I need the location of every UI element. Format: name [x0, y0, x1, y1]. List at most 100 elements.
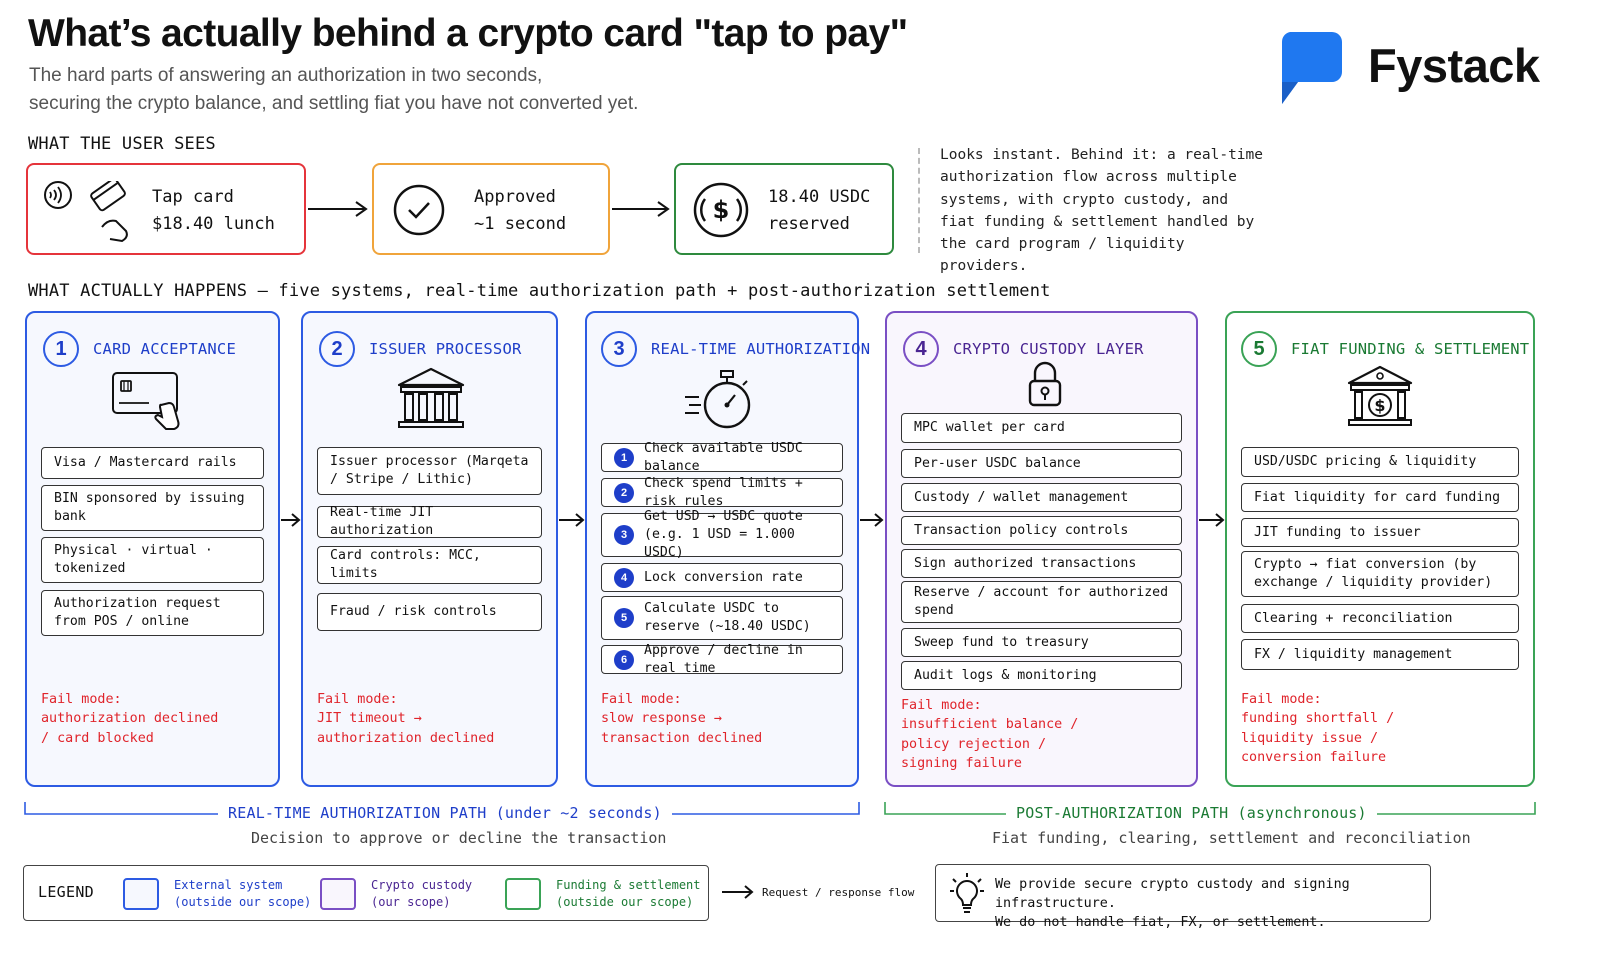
fail-text: insufficient balance / policy rejection …: [901, 717, 1079, 772]
list-item: 4 Lock conversion rate: [601, 563, 843, 592]
divider: [918, 148, 920, 253]
flow-arrow-icon: [722, 885, 754, 899]
step-line: $18.40 lunch: [152, 214, 275, 234]
lightbulb-icon: [950, 873, 984, 913]
legend-flow: Request / response flow: [762, 886, 915, 899]
column-card-acceptance: 1 CARD ACCEPTANCE Visa / Mastercard rail…: [25, 311, 280, 787]
note-line: We do not handle fiat, FX, or settlement…: [995, 915, 1326, 930]
column-header: 3 REAL-TIME AUTHORIZATION: [601, 331, 870, 367]
user-step-text: Approved ~1 second: [474, 184, 566, 238]
legend-line: External system: [174, 878, 283, 892]
list-item: Audit logs & monitoring: [901, 661, 1182, 690]
list-item: Card controls: MCC, limits: [317, 546, 542, 584]
user-step-reserved: $ 18.40 USDC reserved: [674, 163, 894, 255]
list-item: USD/USDC pricing & liquidity: [1241, 447, 1519, 477]
fail-mode: Fail mode: insufficient balance / policy…: [901, 696, 1081, 774]
flow-arrow-icon: [308, 201, 368, 217]
legend-line: (outside our scope): [556, 894, 694, 909]
fail-mode: Fail mode: authorization declined / card…: [41, 690, 221, 748]
page-title: What’s actually behind a crypto card "ta…: [28, 12, 908, 55]
list-item: Real-time JIT authorization: [317, 505, 542, 538]
list-item: Physical · virtual · tokenized: [41, 537, 264, 583]
step-line: Approved: [474, 187, 556, 207]
list-item: Reserve / account for authorized spend: [901, 581, 1182, 623]
column-title: FIAT FUNDING & SETTLEMENT: [1291, 340, 1530, 358]
item-text: Lock conversion rate: [644, 569, 803, 585]
svg-text:$: $: [1374, 396, 1385, 415]
step-number: 1: [43, 331, 79, 367]
user-step-tap: Tap card $18.40 lunch: [26, 163, 306, 255]
fail-label: Fail mode:: [901, 698, 982, 713]
padlock-icon: [1028, 361, 1062, 407]
list-item: Clearing + reconciliation: [1241, 604, 1519, 633]
step-number: 2: [319, 331, 355, 367]
bank-building-icon: [397, 367, 465, 428]
column-crypto-custody: 4 CRYPTO CUSTODY LAYER MPC wallet per ca…: [885, 311, 1198, 787]
item-text: Get USD → USDC quote (e.g. 1 USD = 1.000…: [644, 509, 803, 560]
step-badge: 3: [614, 525, 634, 545]
list-item: Crypto → fiat conversion (by exchange / …: [1241, 551, 1519, 597]
brand-name: Fystack: [1368, 39, 1540, 92]
flow-arrow-icon: [612, 201, 670, 217]
list-item: Fraud / risk controls: [317, 593, 542, 631]
step-number: 5: [1241, 331, 1277, 367]
item-text: Calculate USDC to reserve (~18.40 USDC): [644, 601, 811, 634]
post-auth-path-subtitle: Fiat funding, clearing, settlement and r…: [992, 829, 1471, 847]
column-header: 5 FIAT FUNDING & SETTLEMENT: [1241, 331, 1529, 367]
list-item: Visa / Mastercard rails: [41, 447, 264, 479]
list-item: Sweep fund to treasury: [901, 628, 1182, 657]
page-subtitle: The hard parts of answering an authoriza…: [29, 62, 638, 118]
flow-arrow-icon: [559, 513, 585, 527]
column-header: 4 CRYPTO CUSTODY LAYER: [903, 331, 1144, 367]
column-header: 1 CARD ACCEPTANCE: [43, 331, 236, 367]
legend-custody: Crypto custody (our scope): [371, 877, 472, 910]
fail-mode: Fail mode: slow response → transaction d…: [601, 690, 781, 748]
legend-funding: Funding & settlement (outside our scope): [556, 877, 701, 910]
user-sees-explanation: Looks instant. Behind it: a real-time au…: [940, 147, 1264, 275]
fystack-logo-icon: [1281, 32, 1342, 104]
user-sees-heading: WHAT THE USER SEES: [28, 134, 216, 154]
column-title: CARD ACCEPTANCE: [93, 340, 236, 358]
column-title: REAL-TIME AUTHORIZATION: [651, 340, 871, 358]
user-step-text: 18.40 USDC reserved: [768, 184, 870, 238]
actually-happens-heading: WHAT ACTUALLY HAPPENS – five systems, re…: [28, 281, 1051, 301]
flow-arrow-icon: [860, 513, 884, 527]
fail-text: JIT timeout → authorization declined: [317, 711, 495, 746]
subtitle-line: The hard parts of answering an authoriza…: [29, 65, 543, 86]
check-circle-icon: [393, 184, 445, 236]
list-item: Per-user USDC balance: [901, 449, 1182, 478]
list-item: 5 Calculate USDC to reserve (~18.40 USDC): [601, 596, 843, 640]
step-badge: 2: [614, 482, 634, 503]
step-number: 4: [903, 331, 939, 367]
realtime-path-subtitle: Decision to approve or decline the trans…: [251, 829, 667, 847]
step-badge: 5: [614, 608, 634, 628]
step-line: Tap card: [152, 187, 234, 207]
fail-text: authorization declined / card blocked: [41, 711, 219, 746]
legend: LEGEND External system (outside our scop…: [23, 865, 709, 921]
fail-text: slow response → transaction declined: [601, 711, 763, 746]
column-title: CRYPTO CUSTODY LAYER: [953, 340, 1144, 358]
column-issuer-processor: 2 ISSUER PROCESSOR Issuer processor (Mar…: [301, 311, 558, 787]
step-badge: 4: [614, 567, 634, 588]
user-step-text: Tap card $18.40 lunch: [152, 184, 275, 238]
list-item: Sign authorized transactions: [901, 549, 1182, 578]
fail-mode: Fail mode: funding shortfall / liquidity…: [1241, 690, 1421, 768]
bank-dollar-icon: $: [1347, 365, 1413, 426]
list-item: Authorization request from POS / online: [41, 590, 264, 636]
card-tap-icon: [112, 372, 180, 430]
list-item: Issuer processor (Marqeta / Stripe / Lit…: [317, 447, 542, 495]
step-line: ~1 second: [474, 214, 567, 234]
fail-label: Fail mode:: [317, 692, 398, 707]
list-item: Fiat liquidity for card funding: [1241, 483, 1519, 512]
item-text: Approve / decline in real time: [644, 642, 803, 676]
list-item: FX / liquidity management: [1241, 639, 1519, 670]
legend-line: (outside our scope): [174, 894, 312, 909]
fail-mode: Fail mode: JIT timeout → authorization d…: [317, 690, 497, 748]
svg-text:$: $: [713, 196, 730, 224]
scope-note: We provide secure crypto custody and sig…: [935, 864, 1431, 930]
fail-text: funding shortfall / liquidity issue / co…: [1241, 711, 1395, 766]
legend-swatch-custody: [320, 878, 356, 910]
